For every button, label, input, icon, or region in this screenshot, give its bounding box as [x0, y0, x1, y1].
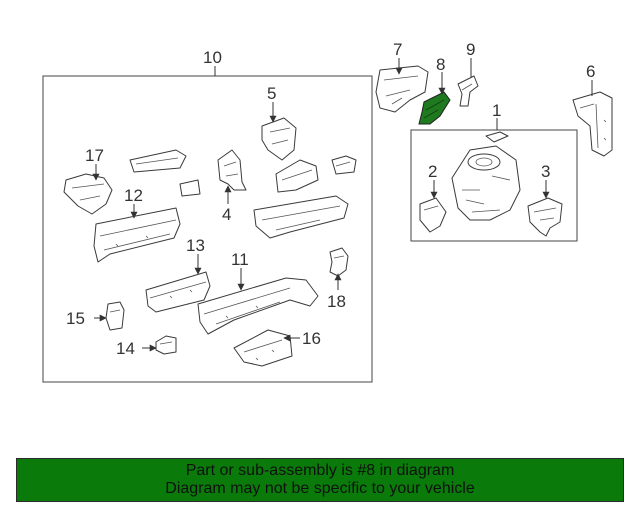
group-box-1 — [410, 129, 578, 242]
group-box-10 — [42, 75, 373, 383]
banner-line-2: Diagram may not be specific to your vehi… — [165, 480, 475, 497]
callout-1: 1 — [492, 101, 501, 120]
banner-line-1: Part or sub-assembly is #8 in diagram — [185, 462, 455, 479]
part-6[interactable] — [572, 91, 613, 157]
part-12[interactable] — [93, 207, 181, 263]
callout-14: 14 — [116, 339, 135, 358]
callout-2: 2 — [428, 162, 437, 181]
callout-4: 4 — [222, 205, 231, 224]
part-15[interactable] — [105, 301, 125, 331]
part-14[interactable] — [155, 335, 177, 355]
callout-12: 12 — [124, 186, 143, 205]
callout-7: 7 — [393, 40, 402, 59]
part-9[interactable] — [457, 75, 479, 107]
part-bracket-top[interactable] — [129, 149, 187, 173]
part-8-shape[interactable] — [418, 91, 451, 125]
part-17[interactable] — [63, 173, 113, 215]
callout-5: 5 — [267, 84, 276, 103]
info-banner: Part or sub-assembly is #8 in diagram Di… — [16, 458, 624, 502]
part-8-highlighted[interactable] — [418, 91, 451, 125]
part-11[interactable] — [197, 277, 319, 335]
part-1[interactable] — [451, 131, 521, 221]
callout-15: 15 — [66, 309, 85, 328]
callout-6: 6 — [586, 62, 595, 81]
callout-13: 13 — [186, 236, 205, 255]
part-18[interactable] — [329, 247, 349, 277]
part-13[interactable] — [145, 271, 211, 313]
callout-18: 18 — [327, 292, 346, 311]
callout-3: 3 — [541, 162, 550, 181]
part-small-bracket[interactable] — [331, 155, 357, 175]
part-long-rail[interactable] — [253, 195, 349, 239]
part-4[interactable] — [217, 149, 247, 191]
part-7[interactable] — [375, 65, 429, 113]
callout-9: 9 — [466, 40, 475, 59]
part-3[interactable] — [527, 197, 563, 237]
part-center-piece[interactable] — [275, 159, 319, 193]
callout-16: 16 — [302, 329, 321, 348]
part-2[interactable] — [419, 197, 447, 233]
callout-8: 8 — [436, 55, 445, 74]
part-5[interactable] — [261, 117, 297, 161]
part-small-plate[interactable] — [179, 179, 201, 197]
callout-11: 11 — [231, 250, 249, 269]
callout-10: 10 — [203, 48, 222, 67]
callout-17: 17 — [85, 146, 104, 165]
part-16[interactable] — [233, 329, 293, 367]
